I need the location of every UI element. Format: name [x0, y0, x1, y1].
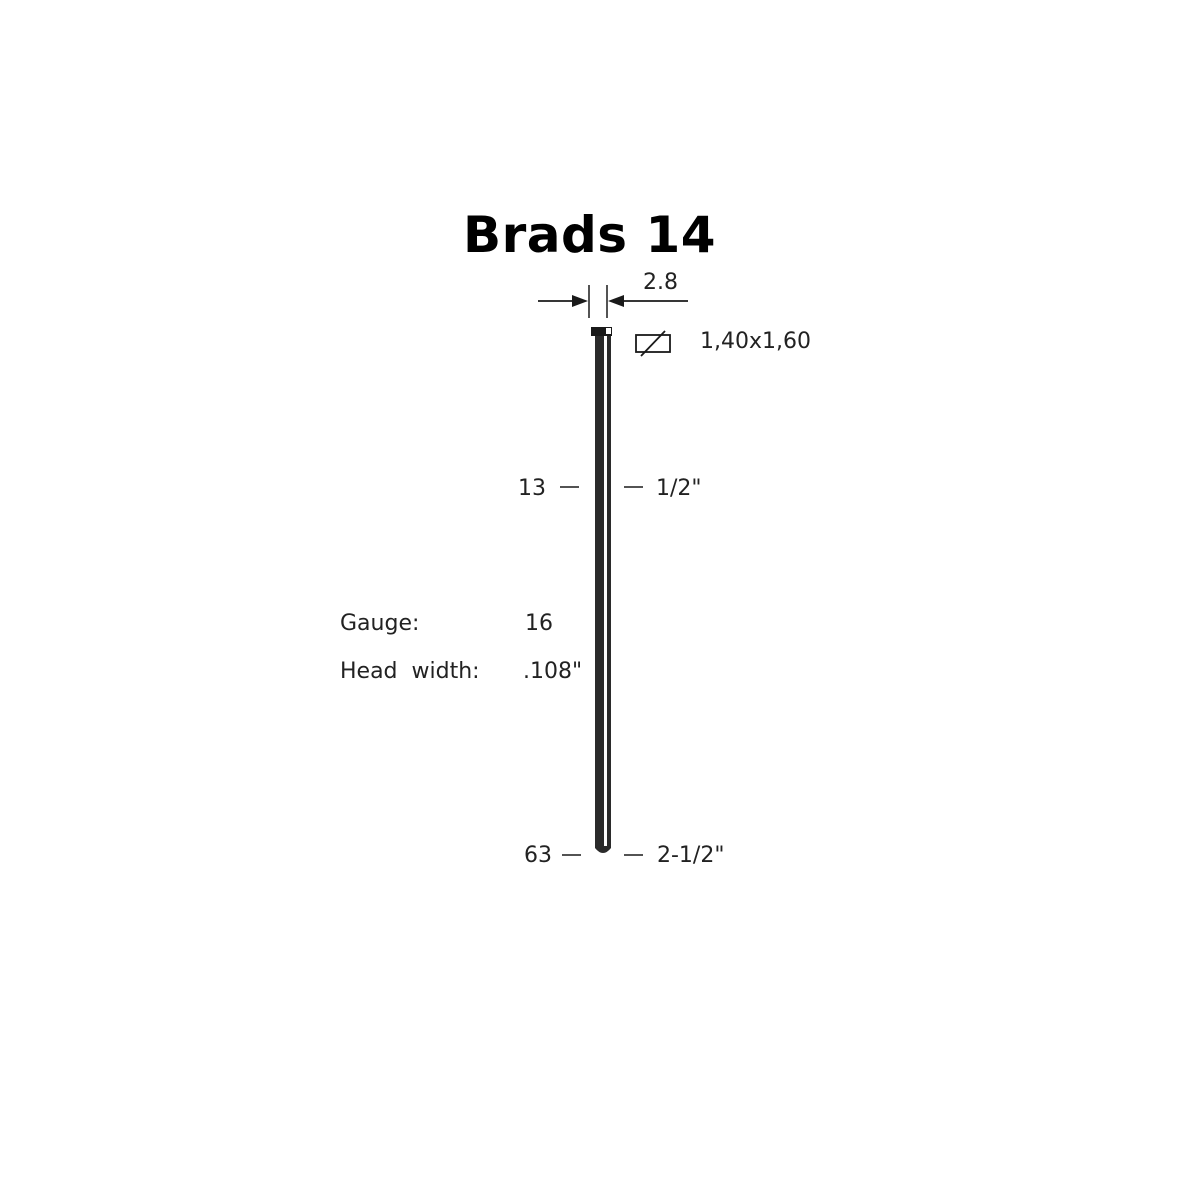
nail-head-highlight — [606, 328, 611, 334]
nail-shank — [595, 336, 611, 846]
arrowhead-right-pointing — [572, 295, 588, 307]
diagram-title: Brads 14 — [463, 206, 717, 264]
nail-head — [591, 327, 612, 336]
spec-label-head-width: Head width: — [340, 659, 480, 684]
nail-tip — [595, 846, 611, 853]
length-ticks — [560, 486, 643, 856]
length-inch-label: 2-1/2" — [657, 843, 725, 868]
length-inch-label: 1/2" — [656, 476, 702, 501]
head-width-dimension — [538, 285, 688, 318]
head-width-mm-label: 2.8 — [643, 270, 678, 295]
spec-value-head-width: .108" — [523, 659, 583, 684]
spec-label-gauge: Gauge: — [340, 611, 420, 636]
rectangle-slash-icon — [635, 330, 671, 357]
brad-nail — [591, 327, 612, 853]
spec-value-gauge: 16 — [525, 611, 553, 636]
length-mm-label: 63 — [524, 843, 552, 868]
nail-shank-highlight — [604, 336, 607, 846]
length-mm-label: 13 — [518, 476, 546, 501]
cross-section-label: 1,40x1,60 — [700, 329, 811, 354]
arrowhead-left-pointing — [608, 295, 624, 307]
